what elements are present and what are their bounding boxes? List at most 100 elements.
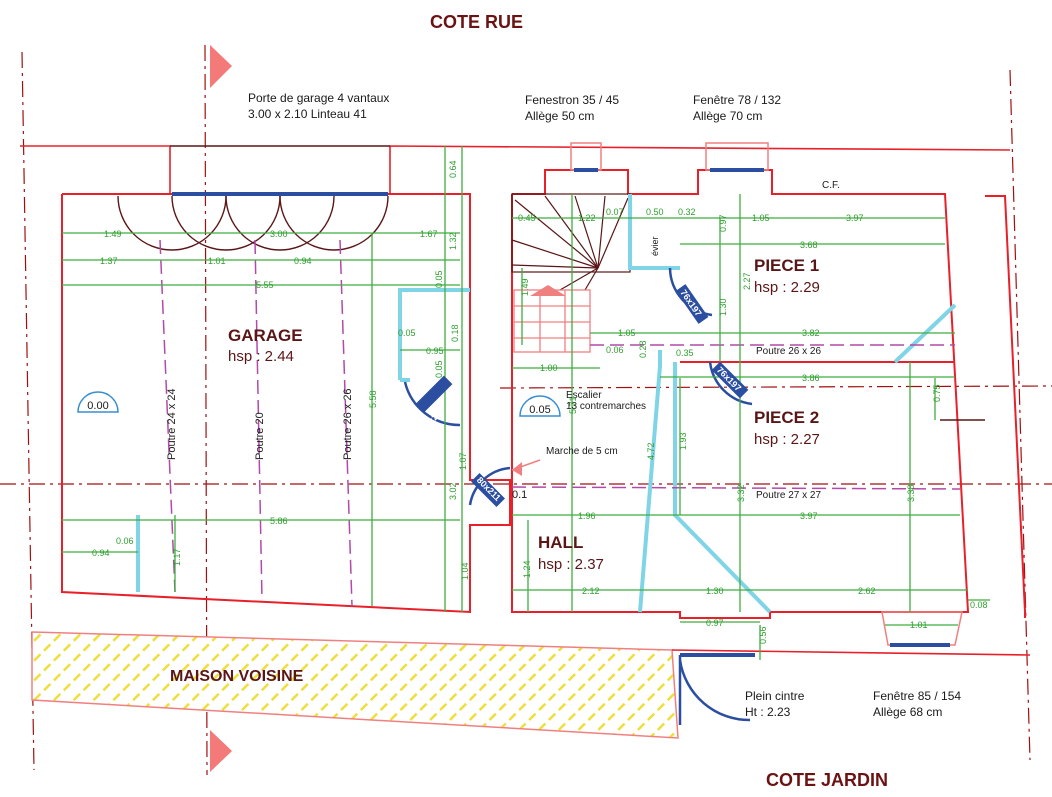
garage-door-line2: 3.00 x 2.10 Linteau 41 [248,107,367,121]
dim-label: 0.50 [646,207,664,217]
dim-label: 0.94 [294,256,312,266]
dim-label: 0.06 [116,536,134,546]
escalier-note: Escalier 13 contremarches [566,390,646,412]
garage-beam-1: Poutre 24 x 24 [166,388,178,460]
dim-label: 0.06 [606,345,624,355]
dimension-lines [62,146,990,660]
room-piece2-hsp: hsp : 2.27 [754,431,820,448]
dim-label: 0.18 [450,324,460,342]
dim-label: 1.05 [752,213,770,223]
dim-label: 1.49 [104,229,122,239]
room-hall-name: HALL [538,533,584,552]
dim-label: 1.32 [448,232,458,250]
dim-label: 5.71 [568,396,578,414]
garage-beam-2: Poutre 20 [254,412,266,460]
dim-label: 3.97 [800,511,818,521]
marche-label: Marche de 5 cm [546,446,618,457]
dim-label: 0.94 [92,548,110,558]
dim-label: 0.35 [676,348,694,358]
dim-label: 5.55 [256,280,274,290]
room-piece1-name: PIECE 1 [754,256,820,275]
dim-label: 1.17 [172,548,182,566]
fenetre-top-line1: Fenêtre 78 / 132 [693,93,782,107]
escalier-line1: Escalier [566,390,602,401]
dim-label: 3.68 [800,240,818,250]
dim-label: 1.49 [520,278,530,296]
garden-line [671,649,1031,656]
stair-lower [513,289,591,353]
beams [159,239,961,607]
dim-label: 0.32 [678,207,696,217]
garage-door-note: Porte de garage 4 vantaux 3.00 x 2.10 Li… [248,90,389,122]
fenetre-top-note: Fenêtre 78 / 132 Allège 70 cm [693,92,781,124]
street-facade [20,145,1011,194]
garage-beam-3: Poutre 26 x 26 [342,388,354,460]
door-tags [415,284,749,507]
garage-door-swings [117,195,389,251]
dim-label: 2.12 [582,586,600,596]
dim-label: 4.72 [646,442,656,460]
dim-label: 1.00 [540,363,558,373]
plein-cintre-note: Plein cintre Ht : 2.23 [745,688,804,720]
fenetre-bottom-line2: Allège 68 cm [873,705,943,719]
windows [172,142,963,657]
dim-label: 0.95 [426,346,444,356]
dim-label: 0.05 [398,328,416,338]
garage-door-line1: Porte de garage 4 vantaux [248,91,390,105]
room-piece1-hsp: hsp : 2.29 [754,279,820,296]
fenestron-line1: Fenestron 35 / 45 [525,93,620,107]
interior-doors [403,267,753,725]
dim-label: 3.02 [448,482,458,500]
plein-cintre-line1: Plein cintre [745,689,805,703]
dim-label: 3.00 [270,229,288,239]
stair-arrow [530,285,566,296]
dim-label: 0.45 [518,213,536,223]
dim-label: 5.58 [368,390,378,408]
dim-label: 2.62 [858,586,876,596]
dim-label: 5.86 [270,516,288,526]
fenetre-bottom-line1: Fenêtre 85 / 154 [873,689,962,703]
room-garage-name: GARAGE [228,326,303,345]
dim-label: 3.97 [846,213,864,223]
room-piece2-name: PIECE 2 [754,408,820,427]
neighbor-house [31,631,679,739]
evier-label: évier [650,236,660,256]
fenetre-top-line2: Allège 70 cm [693,109,763,123]
dim-label: 0.08 [970,600,988,610]
dim-label: 0.05 [434,360,444,378]
poutre-26-label: Poutre 26 x 26 [756,346,822,357]
room-neighbor-name: MAISON VOISINE [170,668,304,685]
orientation-bottom: COTE JARDIN [766,770,889,790]
dim-label: 1.30 [706,586,724,596]
fenetre-bottom-note: Fenêtre 85 / 154 Allège 68 cm [873,688,961,720]
escalier-line2: 13 contremarches [566,401,647,412]
level-garage: 0.00 [87,400,109,412]
dim-label: 0.97 [706,618,724,628]
dim-label: 1.22 [578,213,596,223]
dim-label: 2.27 [742,272,752,290]
cf-label: C.F. [822,180,840,191]
level-marker-garage [77,391,119,413]
dim-label: 0.56 [758,626,768,644]
dim-label: 3.38 [906,484,916,502]
axis-lines [0,44,1052,776]
dim-label: 0.07 [606,207,624,217]
room-hall-hsp: hsp : 2.37 [538,556,604,573]
dim-label: 1.30 [718,298,728,316]
marche-arrow [512,462,522,476]
level-hall: 0.05 [529,404,551,416]
dim-label: 3.32 [736,484,746,502]
dim-label: 0.05 [434,270,444,288]
axis-marker-top [210,45,232,88]
dim-label: 0.28 [638,340,648,358]
dim-label: 0.97 [718,214,728,232]
fenestron-note: Fenestron 35 / 45 Allège 50 cm [525,92,619,124]
fenestron-line2: Allège 50 cm [525,109,595,123]
orientation-top: COTE RUE [430,12,524,32]
dim-label: 1.01 [910,620,928,630]
dim-label: 1.37 [100,256,118,266]
plein-cintre-line2: Ht : 2.23 [745,705,791,719]
dim-label: 1.24 [522,560,532,578]
dim-label: 1.01 [208,256,226,266]
